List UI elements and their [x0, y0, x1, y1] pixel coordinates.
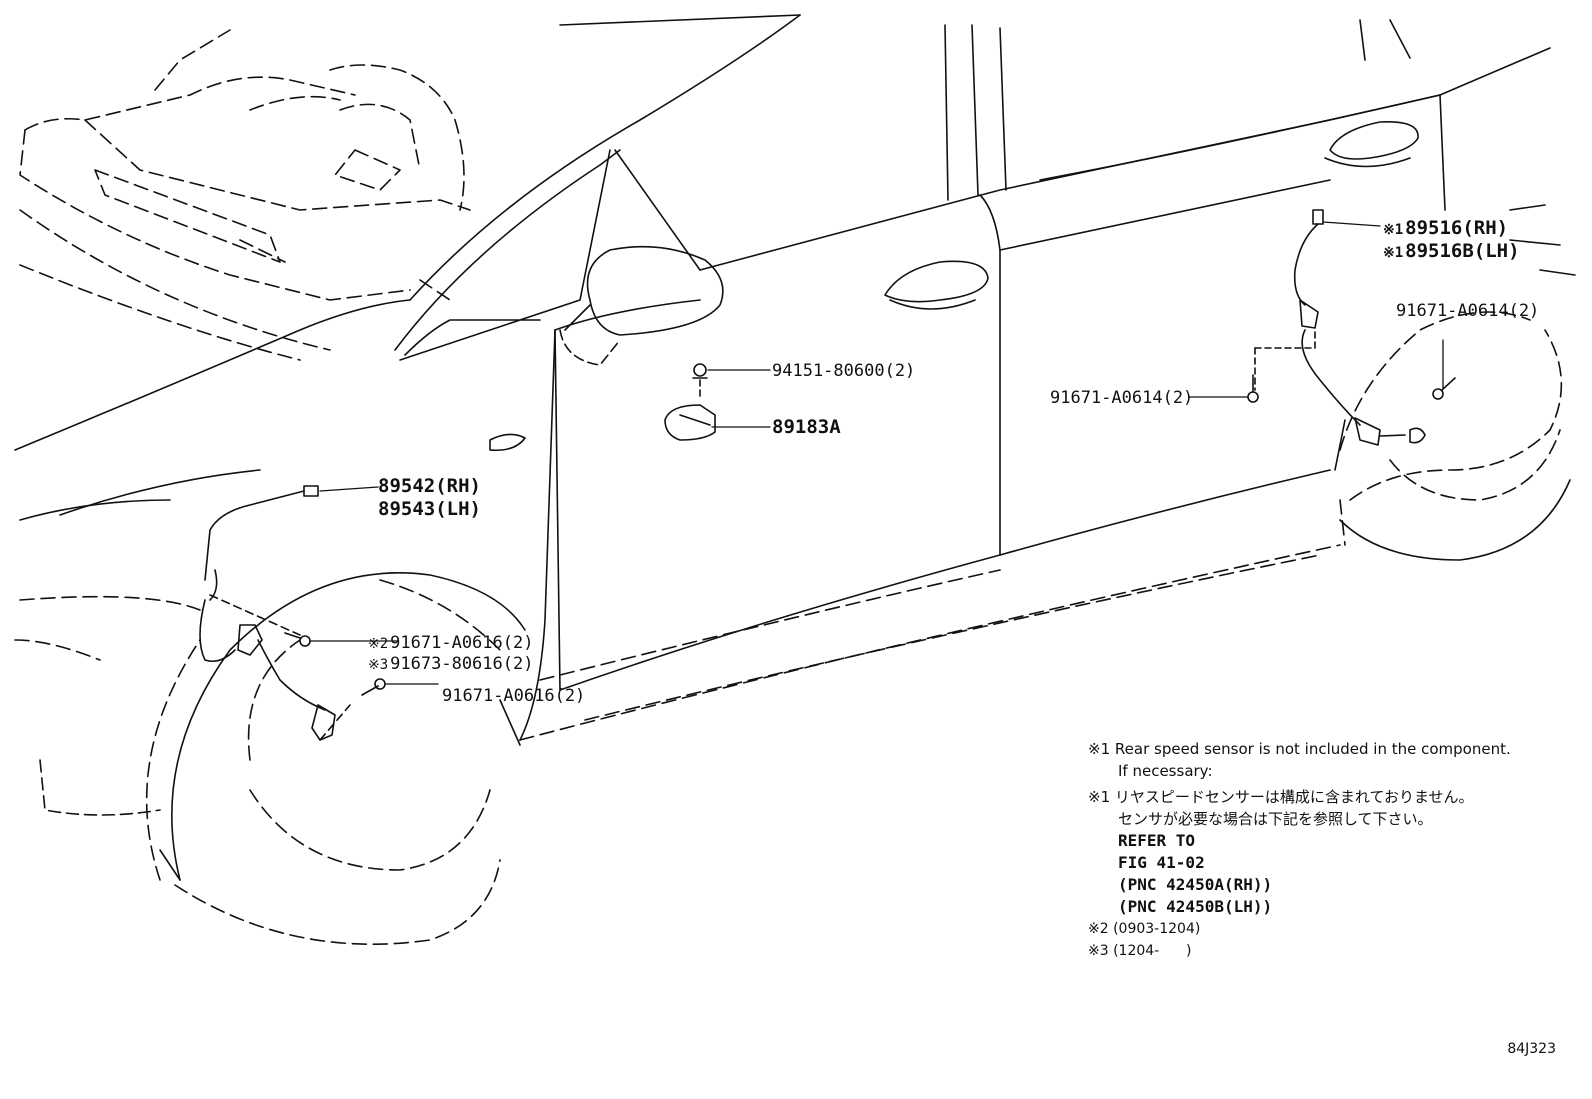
refer-fig: FIG 41-02	[1118, 853, 1205, 872]
note-mark-1: ※1	[1088, 788, 1111, 806]
note-2: ※2 (0903-1204)	[1088, 918, 1511, 940]
note-3: ※3 (1204- )	[1088, 940, 1511, 962]
bolt-rear-upper-label: 91671-A0614(2)	[1396, 301, 1540, 321]
part-number-91673-80616: 91673-80616(2)	[390, 654, 534, 674]
note-mark-1: ※1	[1383, 222, 1404, 238]
footnotes: ※1 Rear speed sensor is not included in …	[1088, 738, 1511, 962]
note-3-text: (1204- )	[1113, 943, 1192, 959]
front-sensor-rh-label: 89542(RH)	[378, 475, 481, 497]
note-1-en-line2: If necessary:	[1118, 762, 1213, 780]
front-sensor-harness	[199, 485, 351, 741]
doors	[554, 179, 1346, 691]
body-solid-lines	[394, 14, 1551, 361]
note-mark-1: ※1	[1383, 245, 1404, 261]
yaw-sensor-label: 89183A	[772, 416, 841, 438]
rear-sensor-harness	[1254, 209, 1426, 446]
note-1-jp: ※1 リヤスピードセンサーは構成に含まれておりません。	[1088, 786, 1511, 808]
leader-lines	[309, 221, 1444, 685]
note-1-jp-text: リヤスピードセンサーは構成に含まれておりません。	[1114, 788, 1474, 806]
bolt-rear-lower-label: 91671-A0614(2)	[1050, 388, 1194, 408]
door-handles	[884, 121, 1419, 310]
note-mark-2: ※2	[1088, 921, 1109, 937]
refer-pnc-rh: (PNC 42450A(RH))	[1118, 875, 1273, 894]
front-sensor-lh-label: 89543(LH)	[378, 498, 481, 520]
yaw-sensor-drawing	[664, 363, 716, 441]
refer-to: REFER TO	[1118, 831, 1196, 850]
bolt-front-3-label: 91671-A0616(2)	[442, 686, 586, 706]
note-1-jp-line2: センサが必要な場合は下記を参照して下さい。	[1118, 810, 1433, 828]
rocker-panel	[519, 499, 1346, 741]
rear-bolts	[1247, 374, 1456, 403]
rear-wheel	[1339, 204, 1576, 561]
front-wheel	[39, 572, 526, 945]
note-2-text: (0903-1204)	[1113, 921, 1201, 937]
refer-pnc-lh: (PNC 42450B(LH))	[1118, 897, 1273, 916]
note-mark-2: ※2	[368, 636, 389, 652]
part-number-89516: 89516(RH)	[1405, 217, 1509, 239]
note-1-en-text: Rear speed sensor is not included in the…	[1114, 740, 1511, 758]
front-fender	[14, 299, 556, 746]
side-mirror	[559, 245, 724, 366]
note-mark-3: ※3	[368, 657, 389, 673]
note-mark-3: ※3	[1088, 943, 1109, 959]
pillars	[944, 19, 1411, 201]
part-number-89516b: 89516B(LH)	[1405, 240, 1520, 262]
note-mark-1: ※1	[1088, 740, 1111, 758]
nut-sensor-label: 94151-80600(2)	[772, 361, 916, 381]
figure-id: 84J323	[1507, 1041, 1556, 1057]
part-number-91671-a0616: 91671-A0616(2)	[390, 633, 534, 653]
note-1-en: ※1 Rear speed sensor is not included in …	[1088, 738, 1511, 760]
interior-dashboard-outline	[19, 29, 471, 361]
